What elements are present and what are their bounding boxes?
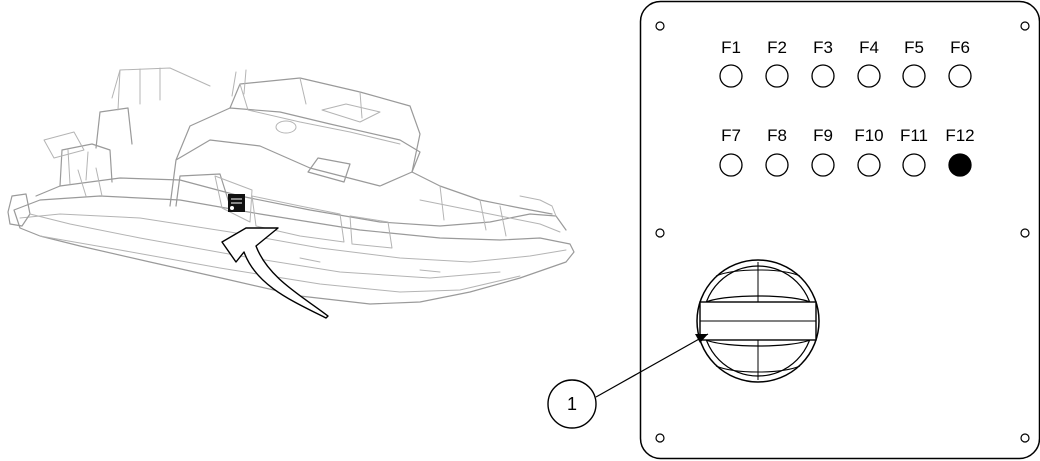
mounting-hole [655, 228, 665, 238]
fuse-label: F5 [904, 38, 924, 57]
fuse-indicator-f9 [811, 153, 835, 177]
mounting-hole [1020, 433, 1030, 443]
fuse-row-2: F7 F8 F9 F10 F11 F12 [719, 126, 975, 177]
fuse-label: F6 [950, 38, 970, 57]
fuse-indicator-f11 [902, 153, 926, 177]
fuse-indicator-f10 [857, 153, 881, 177]
boat-illustration [7, 67, 575, 305]
mounting-holes [655, 21, 1030, 443]
fuse-label: F9 [813, 126, 833, 145]
fuse-label: F12 [945, 126, 974, 145]
fuse-label: F4 [859, 38, 879, 57]
main-switch-knob [696, 259, 820, 383]
mounting-hole [655, 21, 665, 31]
fuse-indicator-f8 [765, 153, 789, 177]
mounting-hole [1020, 21, 1030, 31]
fuse-label: F7 [721, 126, 741, 145]
fuse-label: F3 [813, 38, 833, 57]
pointer-arrow [221, 227, 329, 319]
fuse-indicator-f12 [948, 153, 972, 177]
fuse-indicator-f5 [902, 64, 926, 88]
mounting-hole [1020, 228, 1030, 238]
fuse-indicator-f4 [857, 64, 881, 88]
callout-number: 1 [567, 394, 577, 414]
fuse-label: F8 [767, 126, 787, 145]
fuse-label: F10 [854, 126, 883, 145]
fuse-indicator-f1 [719, 64, 743, 88]
fuse-indicator-f3 [811, 64, 835, 88]
fuse-indicator-f6 [948, 64, 972, 88]
fuse-row-1: F1 F2 F3 F4 F5 F6 [719, 38, 972, 88]
fuse-label: F11 [900, 126, 928, 145]
fuse-label: F1 [721, 38, 741, 57]
fuse-panel [639, 0, 1040, 460]
fuse-panel-location-marker [228, 194, 245, 212]
callout-1: 1 [547, 333, 709, 429]
fuse-indicator-f7 [719, 153, 743, 177]
mounting-hole [655, 433, 665, 443]
fuse-indicator-f2 [765, 64, 789, 88]
fuse-label: F2 [767, 38, 787, 57]
